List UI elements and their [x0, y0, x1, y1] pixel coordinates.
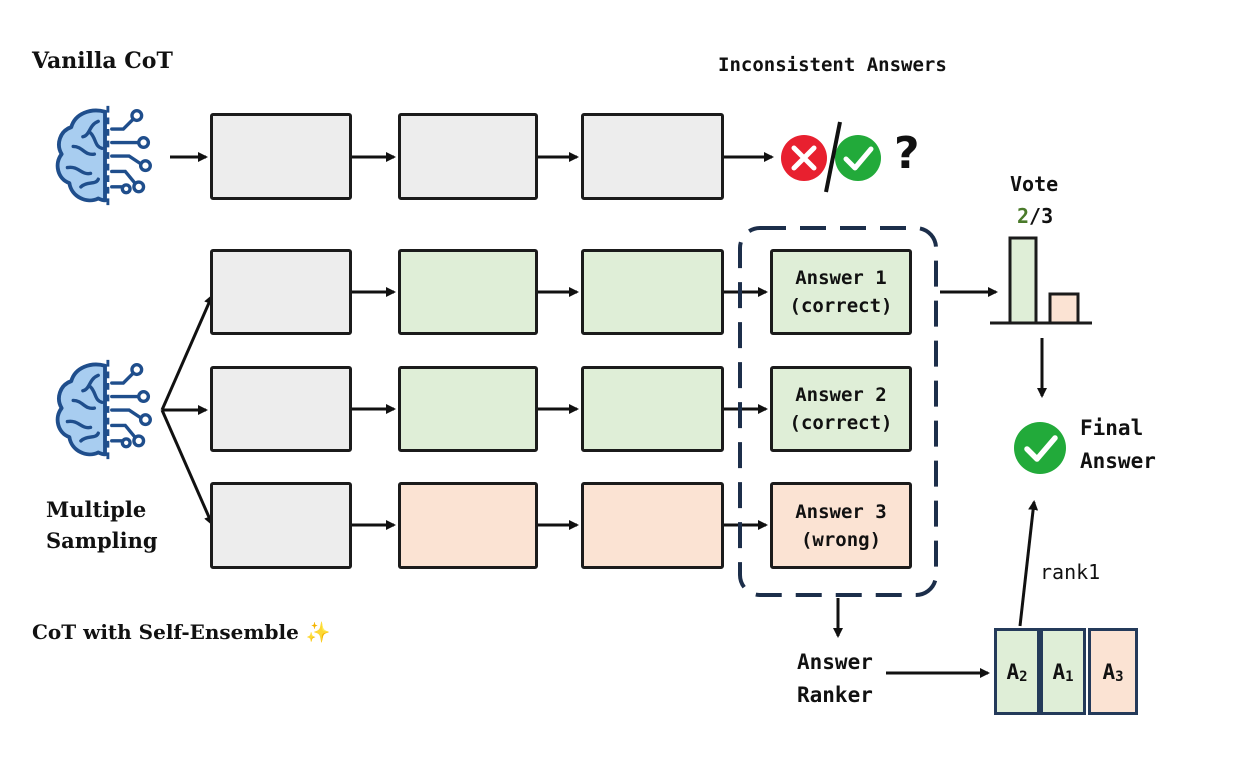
multiple-sampling-line1: Multiple	[46, 497, 147, 522]
ranked-answer-1-letter: A	[1006, 659, 1020, 684]
answer-1-title: Answer 1	[795, 267, 887, 289]
chain3-step-box-2	[398, 482, 538, 569]
vanilla-step-box-2	[398, 113, 538, 200]
answer-ranker-label: Answer Ranker	[797, 646, 873, 712]
answer-2-status: (correct)	[789, 412, 893, 434]
answer-2-title: Answer 2	[795, 384, 887, 406]
vote-bar-correct	[1008, 236, 1038, 325]
sparkle-icon: ✨	[305, 620, 331, 644]
answer-box-2: Answer 2 (correct)	[770, 366, 912, 452]
answer-1-status: (correct)	[789, 295, 893, 317]
brain-icon-sampling	[55, 357, 153, 465]
answer-ranker-line1: Answer	[797, 650, 873, 674]
multiple-sampling-line2: Sampling	[46, 528, 158, 553]
arrow-rank1-to-final	[1018, 500, 1039, 627]
answer-3-title: Answer 3	[795, 500, 887, 523]
brain-icon-vanilla	[55, 103, 153, 211]
vote-correct-count: 2	[1017, 204, 1030, 228]
vanilla-cot-title: Vanilla CoT	[32, 48, 173, 74]
vote-bar-wrong	[1048, 292, 1080, 325]
rank1-label: rank1	[1040, 560, 1101, 584]
ranked-answer-3-letter: A	[1102, 659, 1116, 684]
chain3-step-box-1	[210, 482, 352, 569]
self-ensemble-text: CoT with Self-Ensemble	[32, 620, 299, 644]
chain1-step-box-1	[210, 249, 352, 335]
chain1-step-box-2	[398, 249, 538, 335]
multiple-sampling-label: Multiple Sampling	[46, 494, 158, 556]
final-answer-label: Final Answer	[1080, 412, 1156, 478]
answer-box-3: Answer 3 (wrong)	[770, 482, 912, 569]
answer-group-frame	[738, 226, 938, 597]
final-answer-line2: Answer	[1080, 449, 1156, 473]
chain2-step-box-3	[581, 366, 724, 452]
ranked-answer-2-index: 1	[1065, 668, 1074, 685]
ranked-answer-3-index: 3	[1115, 668, 1124, 685]
arrow-fan-bottom	[160, 409, 214, 526]
question-mark: ?	[894, 128, 920, 179]
ranked-answer-2-letter: A	[1052, 659, 1066, 684]
answer-3-status: (wrong)	[800, 528, 882, 551]
vanilla-step-box-1	[210, 113, 352, 200]
vote-title: Vote	[1010, 172, 1059, 196]
chain2-step-box-2	[398, 366, 538, 452]
self-ensemble-title: CoT with Self-Ensemble ✨	[32, 620, 331, 644]
vanilla-step-box-3	[581, 113, 724, 200]
check-icon	[835, 135, 881, 181]
chain3-step-box-3	[581, 482, 724, 569]
slash-divider	[824, 121, 842, 193]
chain2-step-box-1	[210, 366, 352, 452]
check-icon-final	[1014, 422, 1066, 474]
ranked-answer-1-index: 2	[1019, 668, 1028, 685]
answer-box-1: Answer 1 (correct)	[770, 249, 912, 335]
arrow-fan-top	[160, 294, 214, 411]
vote-fraction: 2/3	[1017, 204, 1053, 228]
final-answer-line1: Final	[1080, 416, 1144, 440]
chain1-step-box-3	[581, 249, 724, 335]
answer-ranker-line2: Ranker	[797, 683, 873, 707]
inconsistent-answers-label: Inconsistent Answers	[718, 54, 947, 76]
vote-total: /3	[1029, 204, 1054, 228]
